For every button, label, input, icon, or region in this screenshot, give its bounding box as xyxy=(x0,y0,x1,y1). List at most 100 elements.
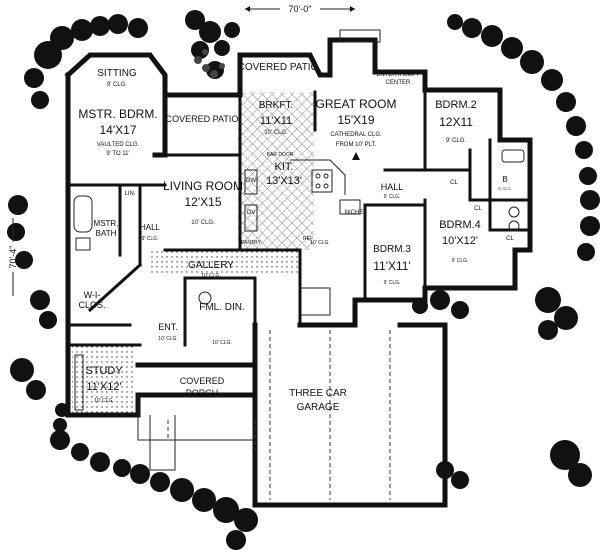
oven-unit xyxy=(244,204,258,232)
hall-left-ceiling: 9' CLG. xyxy=(142,236,159,242)
pantry-label: PANTRY xyxy=(241,240,261,246)
hall-right-ceiling: 9' CLG. xyxy=(384,194,401,200)
master-bedroom-label: MSTR. BDRM. xyxy=(78,107,157,121)
gallery-floor-pattern xyxy=(150,250,300,276)
closet-c-label: CL xyxy=(506,236,514,242)
garage-label2: GARAGE xyxy=(297,402,340,413)
living-room-label: LIVING ROOM xyxy=(163,179,243,193)
ref-label: REF xyxy=(303,236,313,242)
fireplace-hearth xyxy=(339,29,381,43)
dishwasher-label: DW xyxy=(246,178,256,184)
toilet xyxy=(75,237,91,251)
sink xyxy=(508,206,520,218)
closet-a-label: CL xyxy=(450,180,458,186)
dimension-width-label: 70'-0" xyxy=(289,4,312,14)
bedroom4-ceiling: 9' CLG. xyxy=(452,258,469,264)
interior-walls xyxy=(66,88,532,347)
covered-porch-label2: PORCH xyxy=(186,388,219,398)
breakfast-label: BRKFT. xyxy=(259,100,293,111)
shrub-right xyxy=(412,287,592,487)
bedroom3-label: BDRM.3 xyxy=(373,244,411,255)
sitting-label: SITTING xyxy=(97,68,137,79)
garage-label: THREE CAR xyxy=(289,388,347,399)
bedroom3-ceiling: 9' CLG. xyxy=(384,280,401,286)
entertainment-label: ENTERTAINM'T xyxy=(376,72,420,78)
study-label: STUDY xyxy=(85,365,123,377)
niche-label: NICHE xyxy=(345,210,364,216)
great-room-ceiling2: FROM 10' PLT. xyxy=(336,142,377,148)
bedroom2-size: 12X11 xyxy=(439,115,473,129)
porch-outline xyxy=(137,395,255,441)
fixtures xyxy=(73,29,525,500)
walk-in-closet-label2: CLOS. xyxy=(78,300,105,310)
landscaping xyxy=(7,10,600,550)
living-room-ceiling: 10' CLG. xyxy=(191,220,215,226)
study-size: 11'X12' xyxy=(86,381,121,393)
study-ceiling: 10' CLG. xyxy=(94,398,114,404)
family-dining-label: FML. DIN. xyxy=(199,302,245,313)
fixture-labels: LIN. PANTRY DW OV BAR DOOR NICHE CL CL C… xyxy=(124,152,514,246)
fireplace-marker xyxy=(352,152,360,160)
master-bedroom-ceiling2: 9' TO 11' xyxy=(106,151,129,157)
master-bath-label: MSTR. xyxy=(94,219,119,228)
shrub-bottom-left xyxy=(50,403,258,550)
dimension-depth: 70'-4" xyxy=(8,218,18,296)
oven-label: OV xyxy=(247,210,256,216)
great-room-label: GREAT ROOM xyxy=(316,97,397,111)
kitchen-floor-pattern xyxy=(238,92,314,250)
bath-b-label: B xyxy=(502,175,507,184)
master-bedroom-size: 14'X17 xyxy=(100,123,137,137)
hall-left-label: HALL xyxy=(140,223,161,232)
entry-label: ENT. xyxy=(158,322,178,332)
laundry-box xyxy=(300,287,331,316)
study-bookshelf xyxy=(74,354,84,411)
walk-in-closet-label: W-I- xyxy=(84,290,101,300)
kitchen-size: 13'X13' xyxy=(266,175,302,187)
hall-right-label: HALL xyxy=(381,182,404,192)
room-labels: SITTING 9' CLG. MSTR. BDRM. 14'X17 VAULT… xyxy=(78,62,480,413)
covered-patio-top-label: COVERED PATIO xyxy=(238,62,319,73)
master-bedroom-ceiling: VAULTED CLG. xyxy=(97,142,140,148)
study-floor-pattern xyxy=(72,345,134,413)
porch-posts xyxy=(167,420,256,450)
gallery-label: GALLERY xyxy=(188,260,234,271)
shrub-top-left xyxy=(24,14,148,109)
covered-porch-label: COVERED xyxy=(180,376,225,386)
sink-2 xyxy=(508,220,520,232)
front-walk xyxy=(149,415,176,471)
bedroom4-size: 10'X12' xyxy=(442,235,478,247)
gallery-ceiling: 10' CLG. xyxy=(201,273,221,279)
bathtub-b xyxy=(501,149,525,163)
dining-table xyxy=(198,291,212,305)
niche-box xyxy=(339,199,361,215)
linen-label: LIN. xyxy=(124,191,135,197)
great-room-ceiling: CATHEDRAL CLG. xyxy=(330,132,382,138)
shrub-bottom-right xyxy=(436,461,469,489)
bedroom4-label: BDRM.4 xyxy=(439,219,481,231)
range xyxy=(311,169,333,193)
family-dining-ceiling: 10' CLG. xyxy=(212,340,232,346)
bar-label: BAR DOOR xyxy=(267,152,294,158)
dishwasher-unit xyxy=(244,169,258,195)
dimension-depth-label: 70'-4" xyxy=(8,246,18,269)
breakfast-size: 11'X11 xyxy=(260,115,292,127)
entertainment-label2: CENTER xyxy=(386,80,411,86)
shrub-left xyxy=(7,195,57,400)
great-room-size: 15'X19 xyxy=(338,113,375,127)
dimension-width: 70'-0" xyxy=(245,4,355,14)
living-room-size: 12'X15 xyxy=(185,195,222,209)
kitchen-label: KIT. xyxy=(275,161,294,173)
master-bath-label2: BATH xyxy=(96,229,117,238)
sitting-ceiling: 9' CLG. xyxy=(107,82,127,88)
bedroom2-label: BDRM.2 xyxy=(435,99,477,111)
fireplace-stones xyxy=(194,49,225,78)
bedroom2-ceiling: 9' CLG. xyxy=(446,138,466,144)
bedroom3-size: 11'X11' xyxy=(373,259,411,273)
kitchen-counter xyxy=(290,159,346,195)
closet-b-label: CL xyxy=(474,206,482,212)
bathtub xyxy=(73,195,93,233)
breakfast-ceiling: 10' CLG. xyxy=(264,130,288,136)
entry-ceiling: 10' CLG. xyxy=(158,336,178,342)
covered-patio-left-label: COVERED PATIO xyxy=(166,114,239,124)
